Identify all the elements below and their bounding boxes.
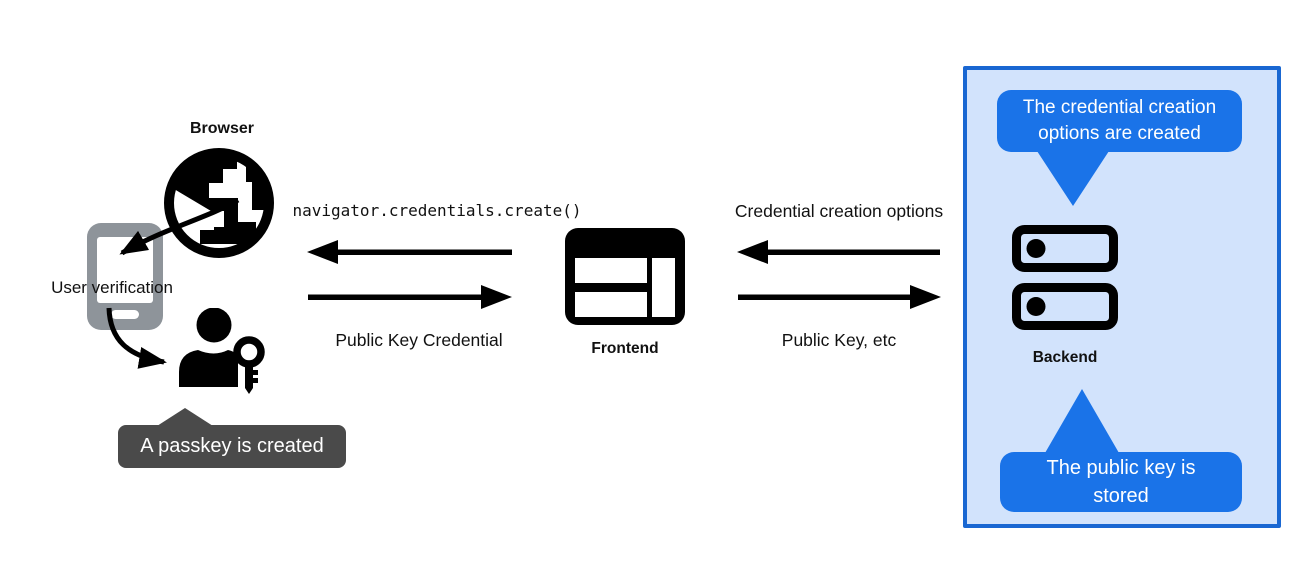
options-created-text: The credential creation options are crea… [1022,97,1217,144]
arrow-backend-to-frontend [737,240,940,264]
create-call-label: navigator.credentials.create() [292,201,582,220]
passkey-created-callout: A passkey is created [118,408,346,468]
browser-globe-icon [164,148,274,258]
user-key-icon [179,308,265,394]
user-verification-label: User verification [51,278,173,297]
backend-panel: The credential creation options are crea… [963,66,1281,528]
browser-label: Browser [189,120,255,137]
options-created-callout: The credential creation options are crea… [997,90,1242,206]
key-stored-text: The public key is stored [1046,457,1196,507]
backend-label: Backend [1032,349,1098,366]
arrow-frontend-to-backend [738,285,941,309]
callout-tail-down [1037,151,1109,206]
frontend-window-icon [565,228,685,325]
public-key-etc-label: Public Key, etc [781,330,897,350]
callout-tail-up-blue [1045,389,1119,453]
credential-creation-options-label: Credential creation options [734,201,944,221]
public-key-credential-label: Public Key Credential [335,330,503,350]
frontend-label: Frontend [591,340,659,357]
key-stored-callout: The public key is stored [1000,389,1242,512]
callout-tail-up [157,408,213,426]
passkey-created-text: A passkey is created [140,435,324,457]
arrow-frontend-to-browser [307,240,512,264]
arrow-browser-to-frontend [308,285,512,309]
backend-server-icon [1012,225,1118,330]
